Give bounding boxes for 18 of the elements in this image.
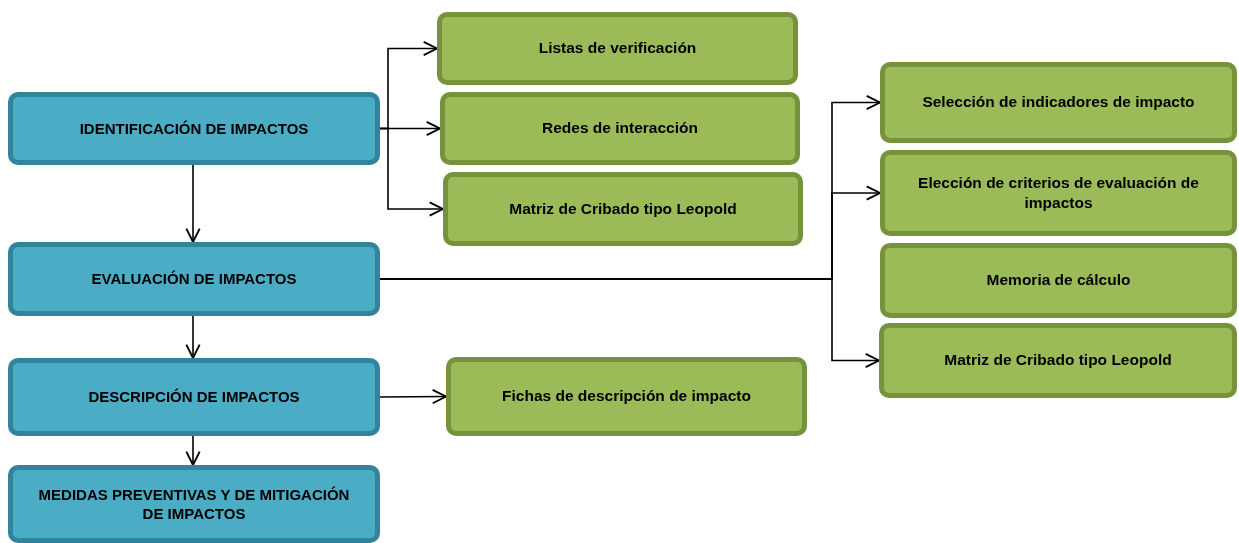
arrow: [185, 164, 201, 243]
method-box: Elección de criterios de evaluación de impactos: [880, 150, 1237, 236]
stage-box: MEDIDAS PREVENTIVAS Y DE MITIGACIÓN DE IMPACTOS: [8, 465, 380, 543]
arrow: [379, 127, 444, 217]
method-box: Listas de verificación: [437, 12, 798, 85]
arrow: [379, 389, 447, 405]
method-box: Selección de indicadores de impacto: [880, 62, 1237, 143]
stage-box: EVALUACIÓN DE IMPACTOS: [8, 242, 380, 316]
arrow: [185, 315, 201, 359]
stage-box: IDENTIFICACIÓN DE IMPACTOS: [8, 92, 380, 165]
stage-box: DESCRIPCIÓN DE IMPACTOS: [8, 358, 380, 436]
method-box: Fichas de descripción de impacto: [446, 357, 807, 436]
arrow: [185, 435, 201, 466]
arrow: [379, 278, 880, 369]
method-box: Matriz de Cribado tipo Leopold: [879, 323, 1237, 398]
method-box: Matriz de Cribado tipo Leopold: [443, 172, 803, 246]
method-box: Redes de interacción: [440, 92, 800, 165]
method-box: Memoria de cálculo: [880, 243, 1237, 318]
